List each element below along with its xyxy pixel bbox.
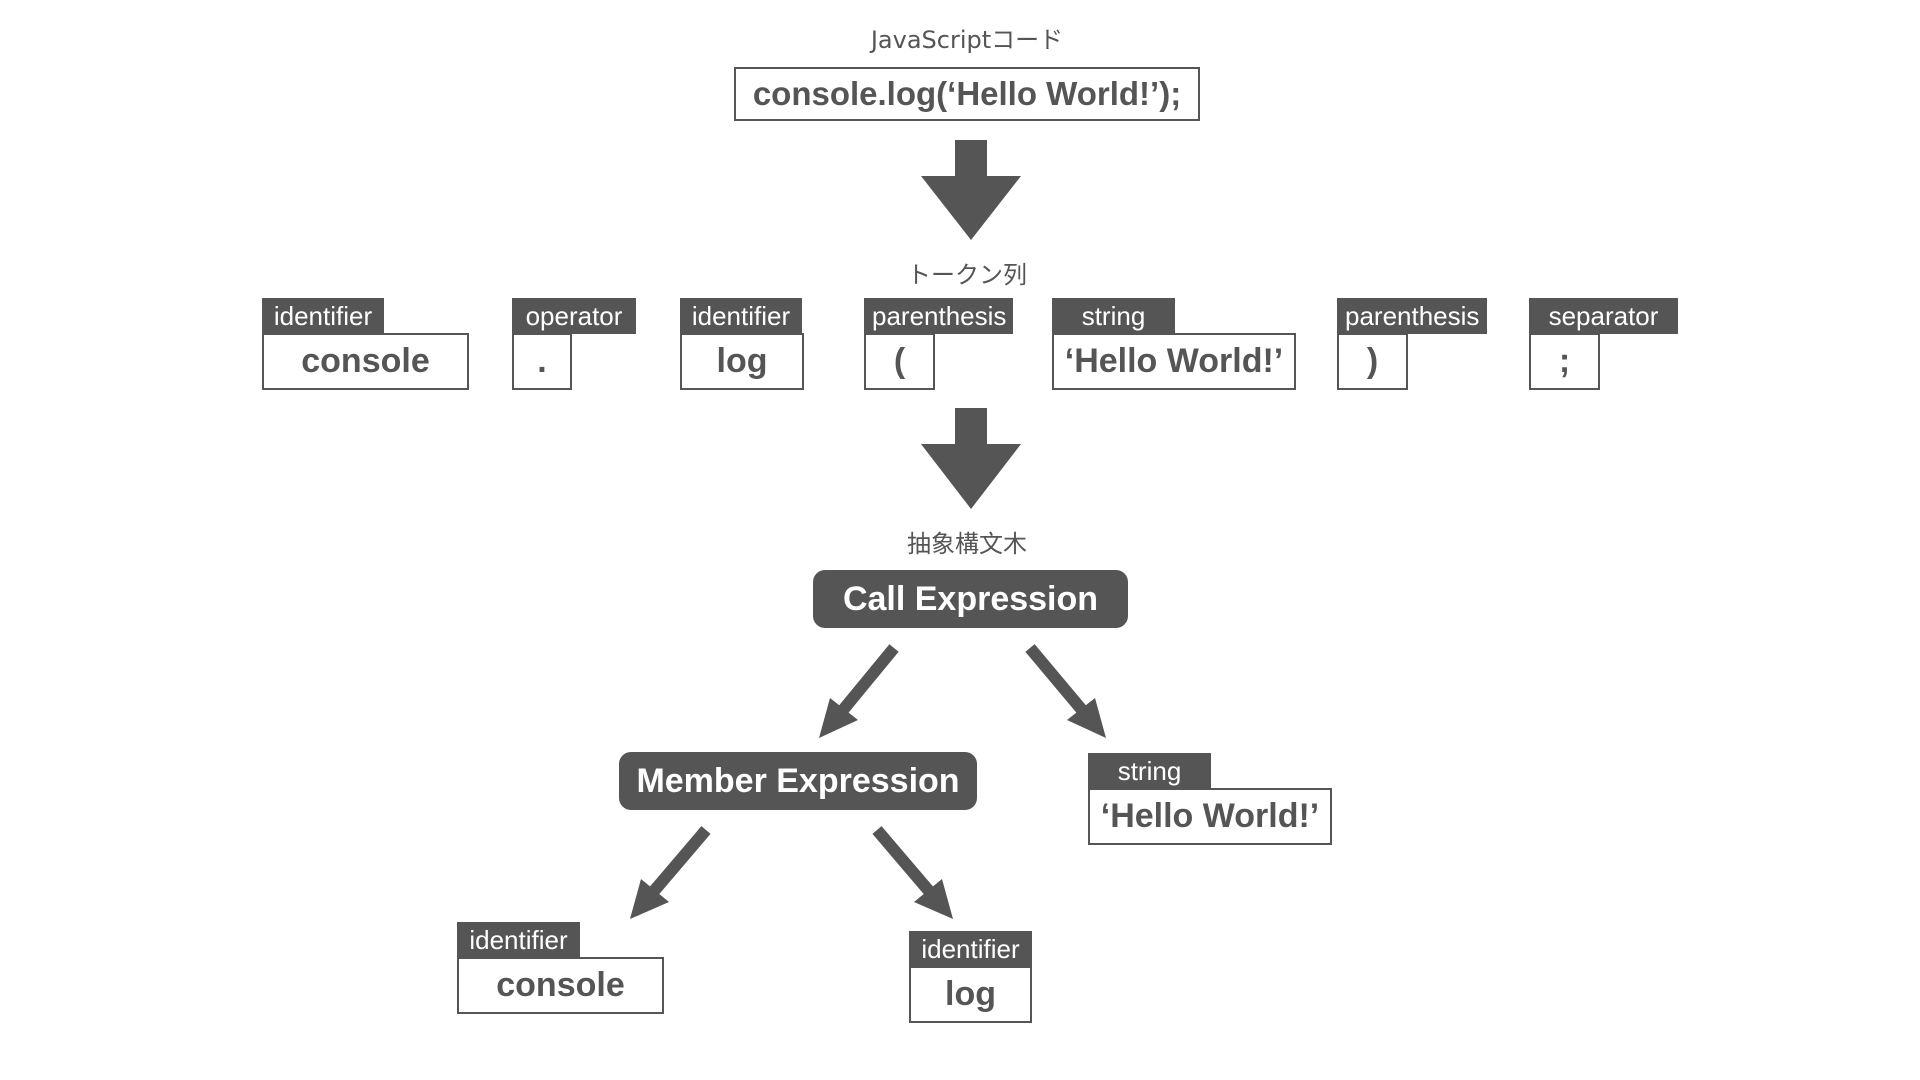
tokens-section-label: トークン列 (907, 261, 1027, 289)
token-type-tag: identifier (457, 922, 580, 958)
token-value: ; (1529, 333, 1600, 390)
token-value: ‘Hello World!’ (1088, 788, 1332, 845)
token-type-tag: string (1052, 298, 1175, 334)
token-value: console (457, 957, 664, 1014)
token-type-tag: parenthesis (864, 298, 1013, 334)
token-value: . (512, 333, 572, 390)
diagonal-arrow-icon (1025, 644, 1106, 738)
token-value: ( (864, 333, 935, 390)
member-expression-node: Member Expression (619, 752, 977, 810)
ast-section-label: 抽象構文木 (907, 530, 1027, 558)
token-type-tag: operator (512, 298, 636, 334)
call-expression-node: Call Expression (813, 570, 1128, 628)
token-type-tag: string (1088, 753, 1211, 789)
token-type-tag: identifier (909, 931, 1032, 967)
token-value: ) (1337, 333, 1408, 390)
code-section-label: JavaScriptコード (870, 26, 1064, 54)
token-type-tag: parenthesis (1337, 298, 1487, 334)
token-type-tag: identifier (680, 298, 802, 334)
token-value: log (909, 966, 1032, 1023)
token-value: console (262, 333, 469, 390)
down-arrow-icon (921, 408, 1021, 509)
diagonal-arrow-icon (819, 644, 899, 738)
token-type-tag: separator (1529, 298, 1678, 334)
code-box: console.log(‘Hello World!’); (734, 67, 1200, 121)
diagonal-arrow-icon (872, 826, 953, 919)
token-value: ‘Hello World!’ (1052, 333, 1296, 390)
down-arrow-icon (921, 140, 1021, 240)
diagonal-arrow-icon (630, 826, 711, 919)
token-type-tag: identifier (262, 298, 384, 334)
token-value: log (680, 333, 804, 390)
